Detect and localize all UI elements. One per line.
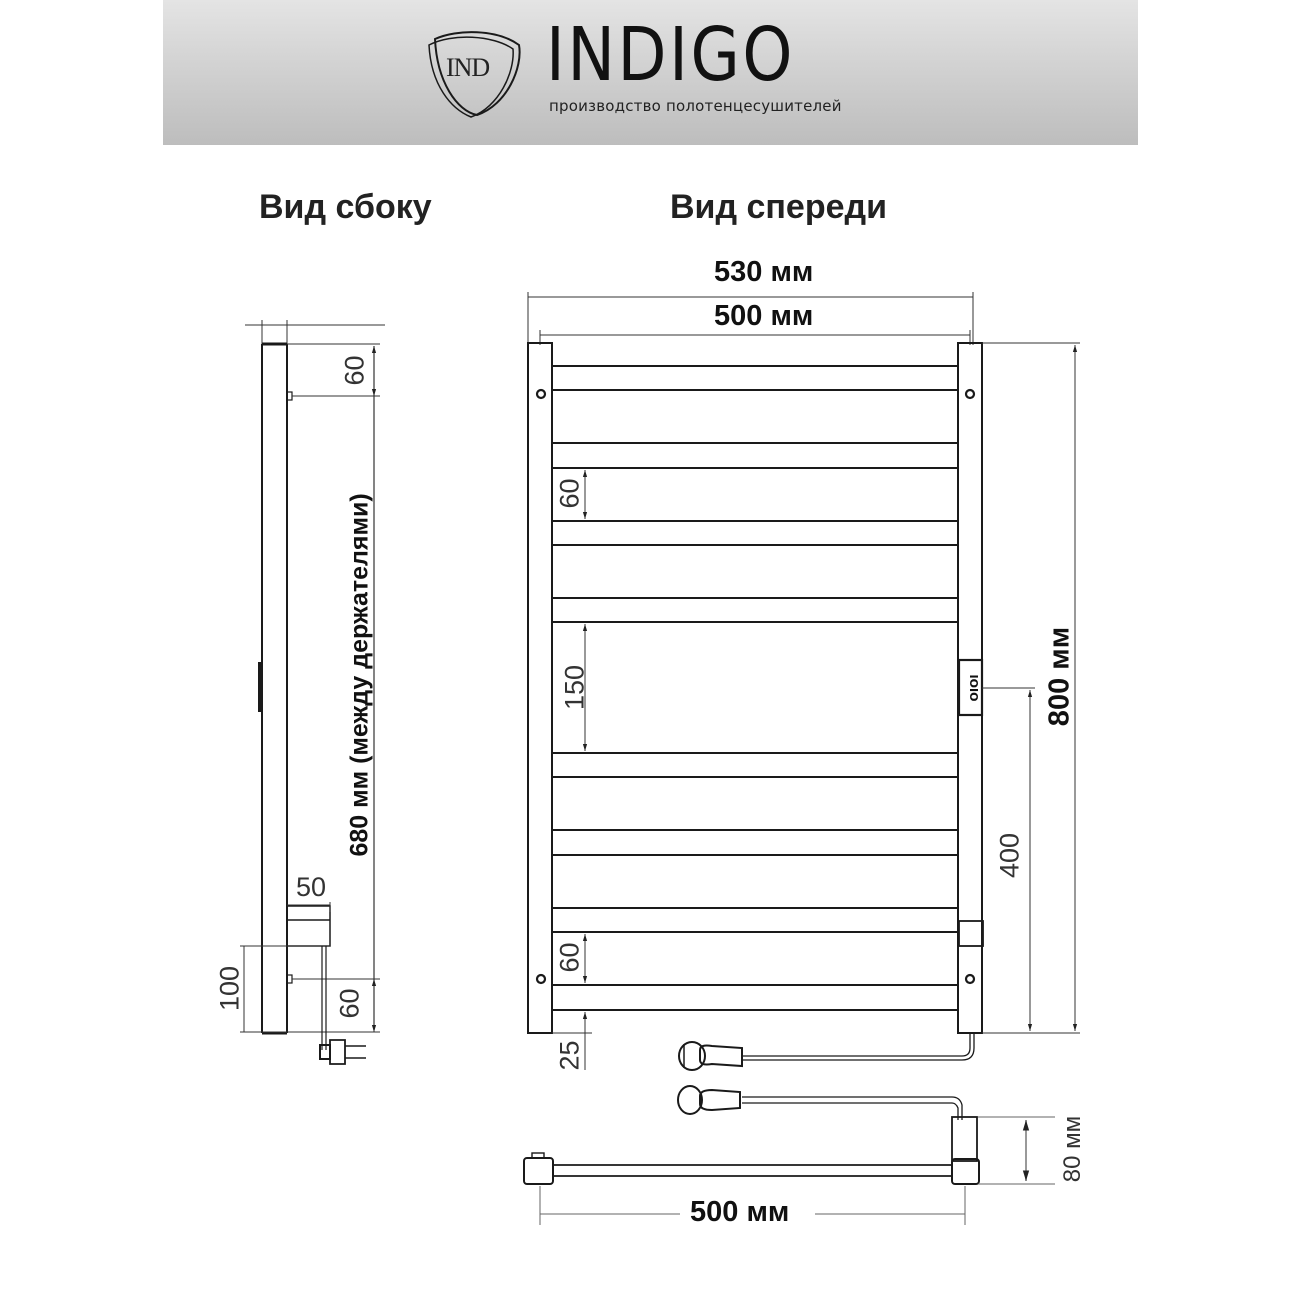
brand-name: INDIGO [546,12,796,98]
front-dim-bottom-clearance: 25 [554,1040,585,1071]
top-dim-width: 500 мм [690,1196,790,1228]
side-dim-bottom-holder: 60 [334,988,365,1019]
front-dim-center-width: 500 мм [714,300,814,332]
top-view [523,1085,1055,1225]
side-dim-top-holder: 60 [339,355,370,386]
side-dim-box-width: 50 [296,872,327,902]
towel-bars [551,365,959,1011]
front-dim-control-height: 400 [994,832,1025,879]
top-dim-depth: 80 мм [1059,1115,1086,1183]
front-dim-height: 800 мм [1043,626,1076,727]
brand-tagline: производство полотенцесушителей [549,97,842,115]
logo-monogram: IND [446,53,490,82]
front-dim-overall-width: 530 мм [714,256,814,288]
side-view [240,320,385,1065]
front-dim-bar-gap-middle: 150 [559,664,590,711]
svg-text:IOIO: IOIO [967,675,980,702]
side-view-title: Вид сбоку [259,188,432,226]
side-dim-between-holders: 680 мм (между держателями) [345,493,374,857]
brand-header [163,0,1138,145]
front-dim-bar-gap-bottom: 60 [554,942,585,973]
front-view-title: Вид спереди [670,188,887,226]
side-dim-bottom-offset: 100 [214,965,245,1012]
indigo-logo-icon [428,31,521,118]
front-dim-bar-gap-top: 60 [554,478,585,509]
front-view: IOIO [527,292,1080,1071]
